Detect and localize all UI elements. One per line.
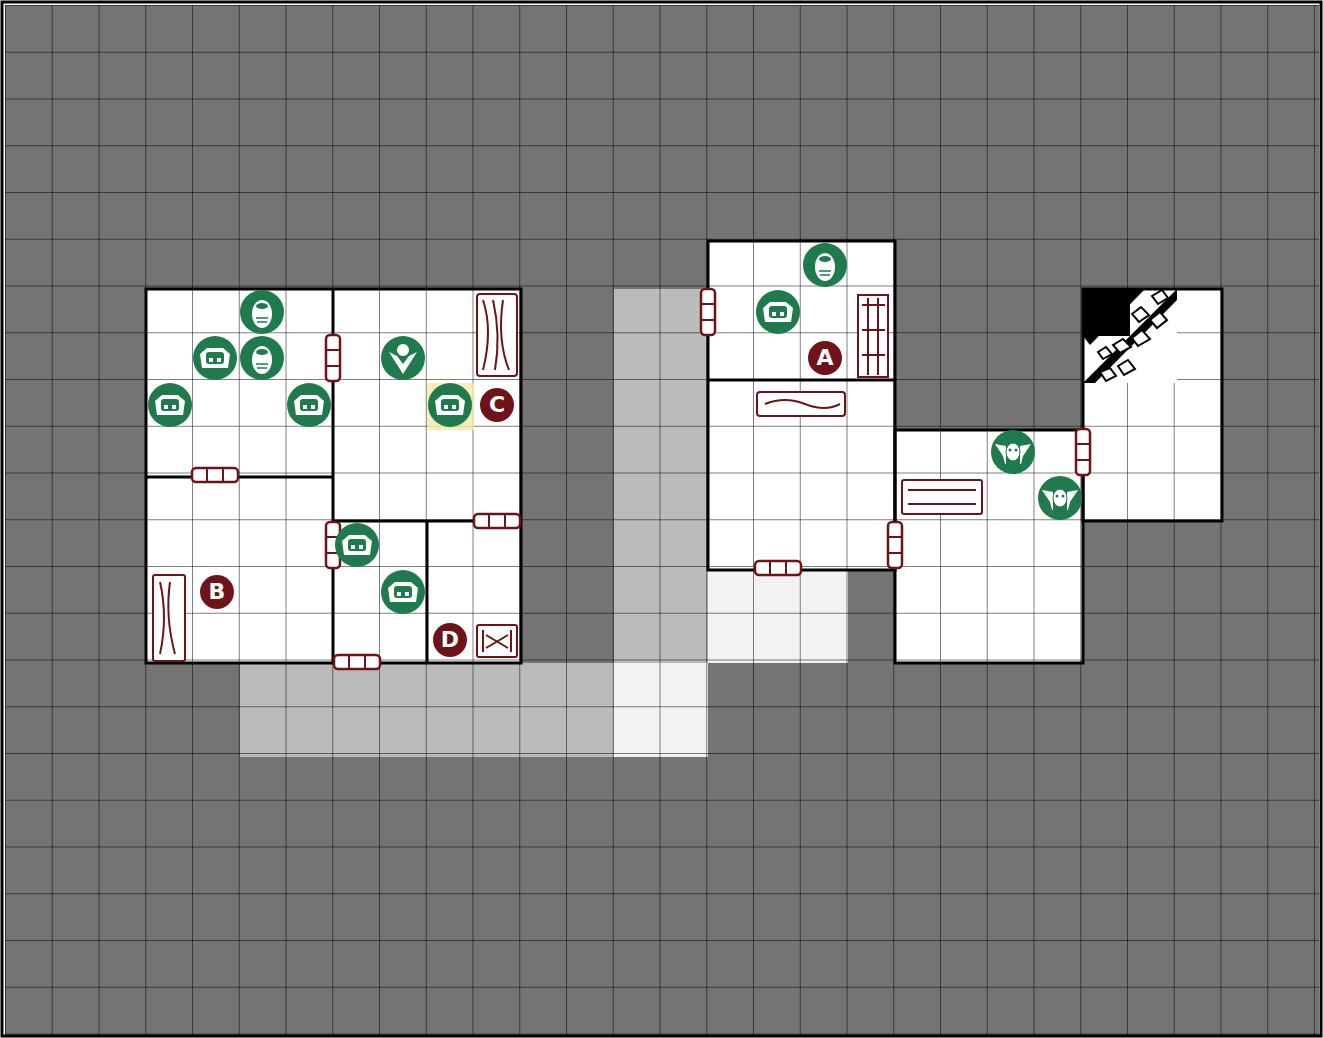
callout-letter: D [433,623,467,657]
callout-letter: B [200,575,234,609]
callout-letter: C [480,388,514,422]
callout-letter: A [808,341,842,375]
